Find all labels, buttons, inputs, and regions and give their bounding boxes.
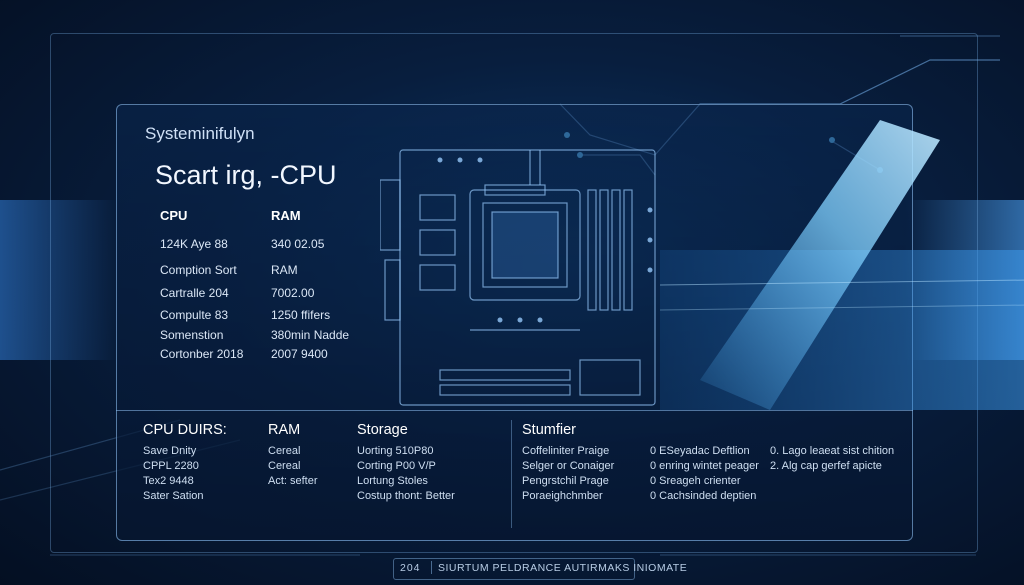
detail-list-item: 0 ESeyadac Deftlion [650, 445, 750, 457]
cpu-row: Cortonber 2018 [160, 347, 244, 361]
storage-item: Costup thont: Better [357, 490, 455, 502]
storage-item: Corting P00 V/P [357, 460, 436, 472]
window-title: Systeminifulyn [145, 124, 255, 143]
storage-item: Lortung Stoles [357, 475, 428, 487]
footer-text: SIURTUM PELDRANCE AUTIRMAKS INIOMATE [438, 562, 688, 574]
ram-section-header: RAM [268, 422, 301, 438]
footer-bar [393, 558, 635, 580]
cpu-row: 124K Aye 88 [160, 237, 228, 251]
numbered-list-item: 0. Lago leaeat sist chition [770, 445, 895, 457]
cpu-drivers-item: Sater Sation [143, 490, 204, 502]
stumfier-header: Stumfier [522, 422, 576, 438]
ram-section-item: Cereal [268, 460, 301, 472]
ram-row: 340 02.05 [271, 237, 325, 251]
ram-section-item: Act: sefter [268, 475, 318, 487]
cpu-row: Comption Sort [160, 263, 237, 277]
detail-list-item: 0 Cachsinded deptien [650, 490, 757, 502]
cpu-drivers-item: CPPL 2280 [143, 460, 199, 472]
stumfier-item: Coffeliniter Praige [522, 445, 610, 457]
ram-section-item: Cereal [268, 445, 301, 457]
panel-divider [116, 410, 913, 411]
detail-list-item: 0 enring wintet peager [650, 460, 759, 472]
ram-row: 380min Nadde [271, 328, 350, 342]
stumfier-item: Selger or Conaiger [522, 460, 615, 472]
stumfier-item: Pengrstchil Prage [522, 475, 609, 487]
cpu-drivers-header: CPU DUIRS: [143, 422, 227, 438]
ram-row: 1250 ffifers [271, 308, 331, 322]
motherboard-illustration [380, 149, 656, 406]
storage-item: Uorting 510P80 [357, 445, 434, 457]
ram-header: RAM [271, 208, 301, 223]
ram-row: RAM [271, 263, 298, 277]
left-glow [0, 200, 120, 360]
stumfier-item: Poraeighchmber [522, 490, 603, 502]
storage-header: Storage [357, 422, 408, 438]
cpu-header: CPU [160, 208, 188, 223]
numbered-list-item: 2. Alg cap gerfef apicte [770, 460, 882, 472]
cpu-row: Somenstion [160, 328, 224, 342]
cpu-drivers-item: Save Dnity [143, 445, 197, 457]
detail-list-item: 0 Sreageh crienter [650, 475, 741, 487]
cpu-row: Cartralle 204 [160, 286, 229, 300]
page-headline: Scart irg, -CPU [155, 160, 337, 190]
footer-number: 204 [400, 562, 421, 574]
ram-row: 7002.00 [271, 286, 315, 300]
column-divider [511, 420, 512, 528]
footer-separator [431, 561, 432, 574]
cpu-drivers-item: Tex2 9448 [143, 475, 194, 487]
cpu-row: Compulte 83 [160, 308, 229, 322]
ram-row: 2007 9400 [271, 347, 328, 361]
